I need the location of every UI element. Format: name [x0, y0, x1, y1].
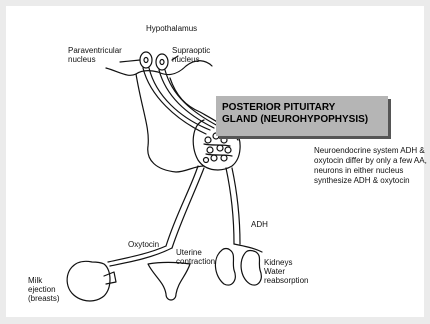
oxytocin-label: Oxytocin — [128, 240, 159, 249]
paraventricular-nucleus-label: Paraventricular nucleus — [68, 46, 122, 64]
leader-paraventricular — [120, 60, 140, 62]
paraventricular-neuron-nucleus — [144, 58, 148, 63]
supraoptic-neuron — [156, 54, 168, 70]
adh-label: ADH — [251, 220, 268, 229]
hypothalamus-label: Hypothalamus — [146, 24, 197, 33]
milk-ejection-label: Milk ejection (breasts) — [28, 276, 60, 303]
pituitary-stalk-outline — [136, 74, 204, 172]
breast-drawing — [67, 261, 110, 301]
paraventricular-neuron — [140, 52, 152, 68]
title-posterior-pituitary: POSTERIOR PITUITARY GLAND (NEUROHYPOPHYS… — [222, 102, 368, 126]
uterine-contraction-label: Uterine contraction — [176, 248, 215, 266]
neuroendocrine-note: Neuroendocrine system ADH & oxytocin dif… — [314, 146, 430, 186]
kidneys-label: Kidneys Water reabsorption — [264, 258, 308, 285]
axon-terminals — [204, 133, 233, 163]
vessel-to-uterus — [166, 166, 204, 248]
uterus-drawing — [148, 263, 190, 301]
supraoptic-neuron-nucleus — [160, 60, 164, 65]
kidney-left-drawing — [215, 249, 235, 286]
vessel-to-kidney — [226, 168, 240, 244]
supraoptic-nucleus-label: Supraoptic nucleus — [172, 46, 210, 64]
kidney-right-drawing — [241, 251, 261, 286]
